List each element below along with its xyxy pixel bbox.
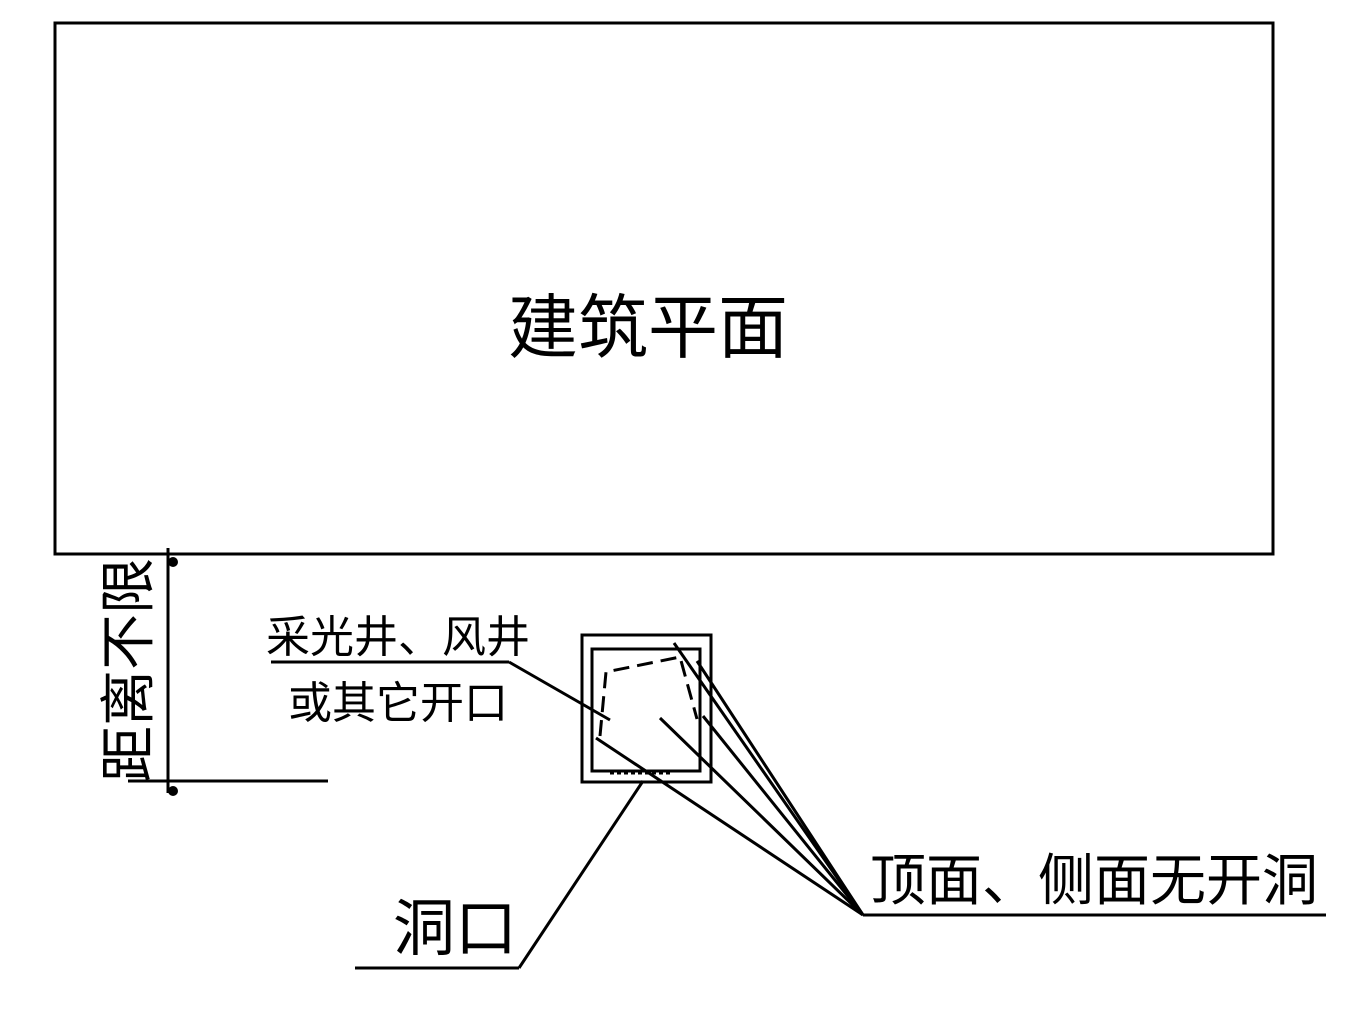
dimension-tick-bottom bbox=[168, 786, 178, 796]
shaft-label-line2: 或其它开口 bbox=[288, 678, 508, 729]
opening-leader bbox=[355, 780, 645, 970]
opening-label: 洞口 bbox=[393, 892, 517, 965]
building-plan-label: 建筑平面 bbox=[508, 287, 788, 369]
distance-label: 距离不限 bbox=[97, 558, 162, 782]
shaft-leader bbox=[271, 660, 611, 722]
top-side-leader bbox=[595, 642, 1326, 917]
dimension-tick-top bbox=[168, 557, 178, 567]
building-plan-outline bbox=[53, 21, 1275, 556]
light-well-shaft bbox=[580, 633, 713, 784]
distance-dimension bbox=[128, 548, 328, 796]
shaft-label-line1: 采光井、风井 bbox=[266, 612, 530, 663]
shaft-dashed-outline bbox=[598, 655, 699, 737]
shaft-outer-wall bbox=[580, 633, 713, 784]
top-side-label: 顶面、侧面无开洞 bbox=[870, 849, 1318, 914]
